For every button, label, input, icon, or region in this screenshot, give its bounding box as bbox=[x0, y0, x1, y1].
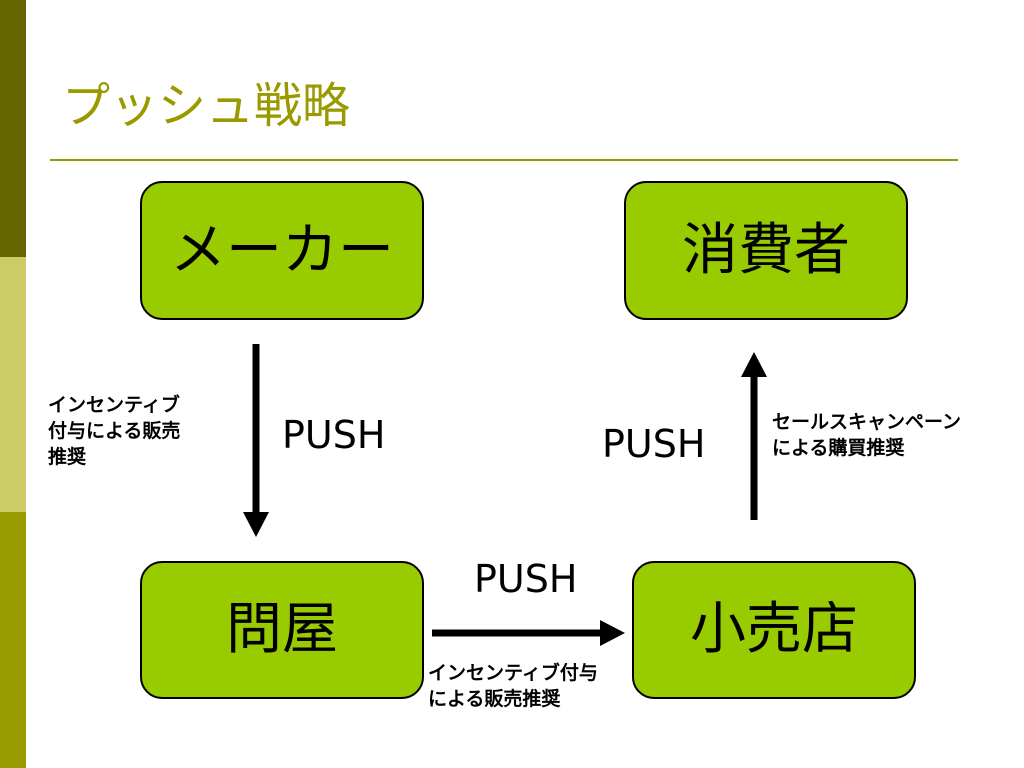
edge-note-retailer-to-consumer: セールスキャンペーン による購買推奨 bbox=[772, 411, 962, 459]
arrow-retailer-to-consumer bbox=[741, 352, 767, 520]
node-maker: メーカー bbox=[140, 181, 424, 320]
node-consumer: 消費者 bbox=[624, 181, 908, 320]
node-wholesaler-label: 問屋 bbox=[226, 597, 338, 662]
edge-note-maker-to-wholesaler: インセンティブ 付与による販売 推奨 bbox=[48, 394, 181, 468]
node-retailer-label: 小売店 bbox=[690, 597, 858, 662]
slide-title: プッシュ戦略 bbox=[62, 78, 351, 134]
left-stripe-top bbox=[0, 0, 26, 257]
edge-note-wholesaler-to-retailer: インセンティブ付与 による販売推奨 bbox=[428, 662, 598, 710]
arrow-maker-to-wholesaler bbox=[243, 344, 269, 537]
node-wholesaler: 問屋 bbox=[140, 561, 424, 699]
edge-label-retailer-to-consumer: PUSH bbox=[602, 422, 706, 466]
title-underline bbox=[50, 159, 958, 161]
edge-label-maker-to-wholesaler: PUSH bbox=[282, 413, 386, 457]
node-maker-label: メーカー bbox=[170, 217, 394, 283]
left-stripe-middle bbox=[0, 257, 26, 512]
edge-label-wholesaler-to-retailer: PUSH bbox=[474, 557, 578, 601]
node-consumer-label: 消費者 bbox=[682, 217, 850, 283]
arrow-wholesaler-to-retailer bbox=[432, 620, 625, 646]
left-stripe-bottom bbox=[0, 512, 26, 768]
node-retailer: 小売店 bbox=[632, 561, 916, 699]
